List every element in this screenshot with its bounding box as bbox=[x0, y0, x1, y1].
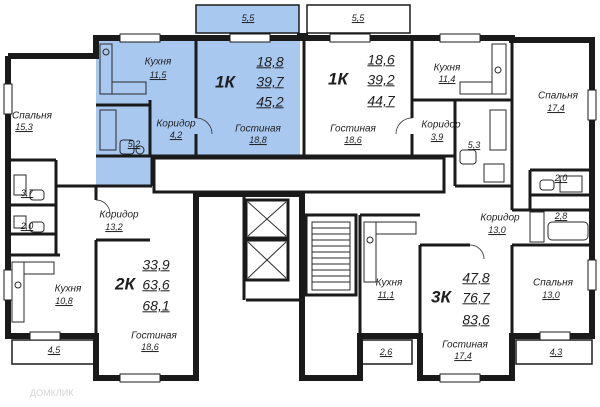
bedroom-1-area: 17,4 bbox=[547, 103, 565, 114]
balcony-area-small: 2,6 bbox=[379, 347, 393, 358]
outer-walls bbox=[5, 33, 595, 381]
bathroom-2-area: 2,8 bbox=[554, 211, 568, 222]
corridor-label: Коридор bbox=[99, 209, 139, 221]
living-area: 18,6 bbox=[367, 51, 395, 68]
apartment-type: 1К bbox=[215, 72, 235, 92]
corridor-area: 13,2 bbox=[105, 222, 123, 233]
living-room-area: 18,6 bbox=[344, 135, 362, 146]
apartment-type: 2К bbox=[115, 274, 135, 294]
bathroom-area: 5,3 bbox=[467, 140, 481, 151]
living-room-label: Гостиная bbox=[235, 123, 281, 135]
total-area-with-balcony: 83,6 bbox=[462, 311, 490, 328]
living-area: 47,8 bbox=[462, 269, 490, 286]
inner-walls bbox=[8, 38, 592, 336]
windows bbox=[3, 33, 597, 383]
living-room-label: Гостиная bbox=[442, 339, 488, 351]
corridor-area: 13,0 bbox=[488, 225, 506, 236]
apartment-type: 3К bbox=[431, 287, 451, 307]
kitchen-area: 11,4 bbox=[438, 74, 456, 85]
kitchen-label: Кухня bbox=[54, 283, 82, 295]
highlighted-apartment bbox=[96, 5, 300, 186]
total-area: 76,7 bbox=[462, 289, 490, 306]
total-area-with-balcony: 44,7 bbox=[367, 92, 395, 109]
total-area-with-balcony: 68,1 bbox=[142, 297, 170, 314]
balcony-1k-left bbox=[195, 4, 300, 34]
living-area: 33,9 bbox=[142, 256, 170, 273]
kitchen-area: 10,8 bbox=[55, 296, 73, 307]
bathroom-1-area: 2,0 bbox=[554, 173, 568, 184]
corridor-area: 3,9 bbox=[430, 132, 444, 143]
kitchen-label: Кухня bbox=[144, 56, 172, 68]
total-area: 39,7 bbox=[256, 73, 284, 90]
balcony-area-3k: 4,3 bbox=[549, 347, 563, 358]
bedroom-1-label: Спальня bbox=[538, 90, 578, 102]
bathroom-2-area: 2,0 bbox=[20, 221, 34, 232]
balcony-area-2k: 4,5 bbox=[47, 345, 61, 356]
balcony-area-1k-left: 5,5 bbox=[241, 13, 255, 24]
total-area: 39,2 bbox=[367, 71, 395, 88]
balcony-1k-right bbox=[306, 4, 411, 34]
kitchen-area: 11,1 bbox=[377, 290, 395, 301]
corridor-label: Коридор bbox=[421, 119, 461, 131]
corridor-area: 4,2 bbox=[169, 130, 183, 141]
bedroom-label: Спальня bbox=[12, 110, 52, 122]
bathroom-area: 5,2 bbox=[127, 139, 141, 150]
corridor-label: Коридор bbox=[156, 118, 196, 130]
living-room-area: 18,8 bbox=[249, 135, 267, 146]
balcony-area-1k-right: 5,5 bbox=[351, 13, 365, 24]
living-room-area: 17,4 bbox=[454, 351, 472, 362]
bedroom-2-label: Спальня bbox=[533, 277, 573, 289]
kitchen-area: 11,5 bbox=[149, 70, 167, 81]
living-room-label: Гостиная bbox=[330, 123, 376, 135]
total-area: 63,6 bbox=[142, 276, 170, 293]
bathroom-1-area: 3,7 bbox=[20, 188, 34, 199]
apartment-type: 1К bbox=[328, 69, 348, 89]
kitchen-label: Кухня bbox=[375, 277, 403, 289]
watermark: ДОМКЛИК bbox=[30, 388, 74, 398]
fixtures bbox=[11, 43, 589, 323]
doors bbox=[95, 117, 485, 260]
total-area-with-balcony: 45,2 bbox=[256, 93, 284, 110]
bedroom-area: 15,3 bbox=[15, 122, 33, 133]
bedroom-2-area: 13,0 bbox=[542, 290, 560, 301]
living-area: 18,8 bbox=[256, 53, 284, 70]
living-room-area: 18,6 bbox=[141, 342, 159, 353]
kitchen-label: Кухня bbox=[433, 62, 461, 74]
corridor-label: Коридор bbox=[480, 212, 520, 224]
staircase bbox=[311, 221, 351, 291]
living-room-label: Гостиная bbox=[131, 330, 177, 342]
